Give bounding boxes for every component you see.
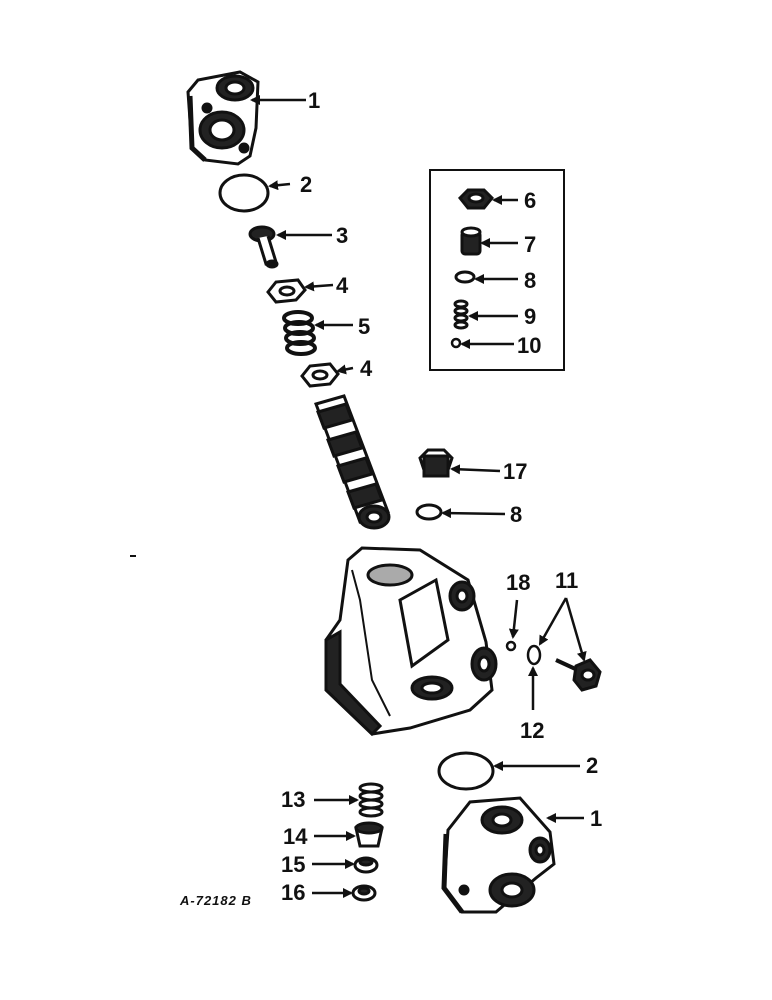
part-16-ring	[351, 884, 377, 902]
part-1-lower-end-cover	[441, 796, 556, 914]
callout-16: 16	[281, 880, 306, 905]
callout-18: 18	[506, 570, 531, 595]
callout-17: 17	[503, 459, 528, 484]
callout-7: 7	[524, 232, 537, 257]
part-2-top-o-ring	[218, 173, 270, 213]
part-11-fitting	[555, 658, 602, 692]
part-5-spring	[282, 310, 317, 356]
part-15-seat	[353, 856, 379, 874]
callout-1-top: 1	[308, 88, 321, 113]
part-18-ball	[505, 640, 517, 652]
part-12-o-ring	[526, 644, 542, 666]
callout-4-upper: 4	[336, 273, 349, 298]
callout-2-lower: 2	[586, 753, 599, 778]
callout-3: 3	[336, 223, 349, 248]
callout-6: 6	[524, 188, 537, 213]
callout-9: 9	[524, 304, 537, 329]
part-7-plug	[460, 226, 482, 256]
part-4-upper-retainer	[266, 278, 307, 304]
part-10-ball	[450, 337, 462, 349]
part-2-lower-o-ring	[437, 751, 495, 791]
callout-8-box: 8	[524, 268, 537, 293]
part-8-box-o-ring	[454, 270, 476, 284]
part-9-small-spring	[453, 299, 469, 330]
part-13-spring	[358, 782, 384, 818]
part-1-top-end-cover	[186, 70, 260, 166]
valve-body	[324, 546, 498, 737]
valve-spool	[314, 394, 391, 530]
callout-15: 15	[281, 852, 306, 877]
part-14-sleeve	[354, 821, 384, 848]
kit-group-box	[429, 169, 565, 371]
callout-1-lower: 1	[590, 806, 603, 831]
part-17-plug	[418, 448, 454, 478]
callout-13: 13	[281, 787, 306, 812]
part-6-nut	[457, 188, 495, 210]
callout-14: 14	[283, 824, 308, 849]
part-3-pin	[248, 225, 279, 269]
callout-12: 12	[520, 718, 545, 743]
callout-4-lower: 4	[360, 356, 373, 381]
callout-5: 5	[358, 314, 371, 339]
callout-2-top: 2	[300, 172, 313, 197]
callout-8-lower: 8	[510, 502, 523, 527]
callout-10: 10	[517, 333, 542, 358]
part-8-lower-o-ring	[415, 503, 443, 521]
leader-lines	[250, 95, 587, 898]
figure-id: A-72182 B	[180, 893, 252, 908]
callout-11: 11	[555, 568, 579, 593]
part-4-lower-retainer	[300, 362, 340, 388]
